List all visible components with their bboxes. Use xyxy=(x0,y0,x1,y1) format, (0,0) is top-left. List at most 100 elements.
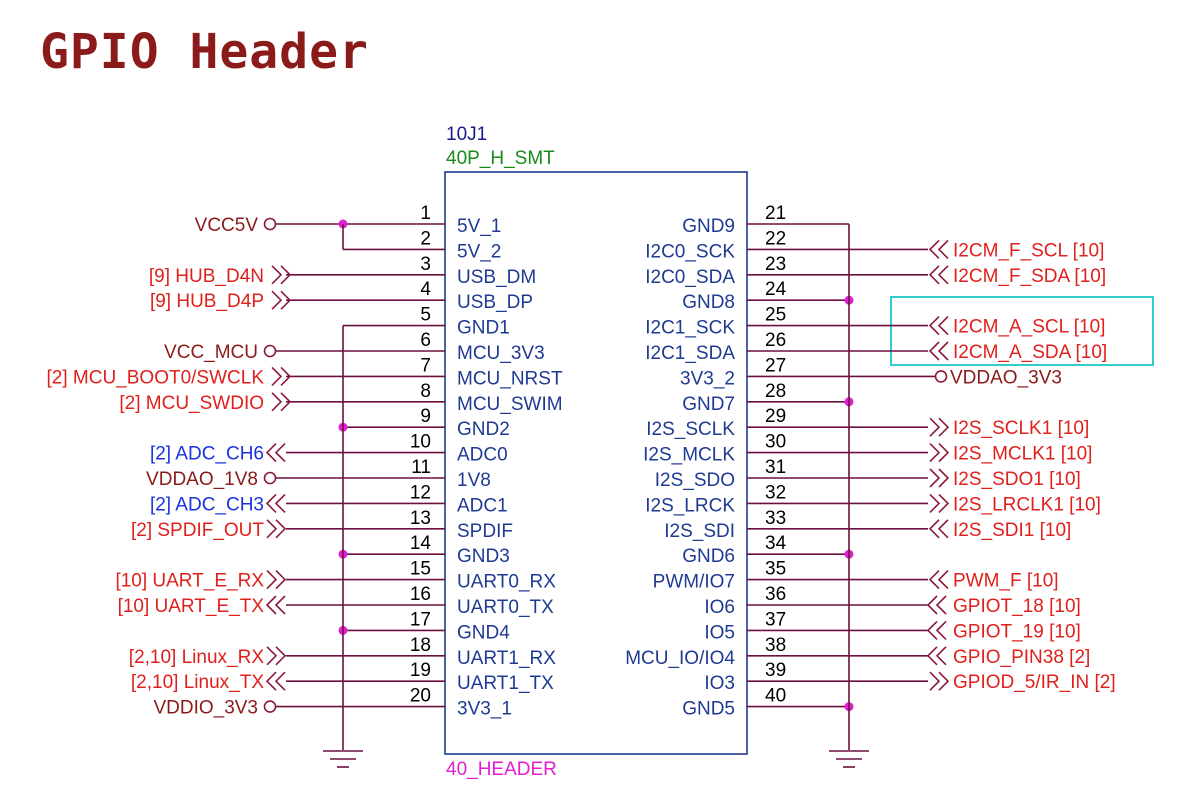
input-port-icon xyxy=(928,316,940,336)
net-label: VDDIO_3V3 xyxy=(153,698,258,719)
bidir-port-icon xyxy=(926,646,938,666)
bidir-port-icon xyxy=(935,620,947,640)
i2c-highlight-box xyxy=(890,296,1154,366)
input-port-icon xyxy=(265,595,277,615)
net-label: [10] UART_E_RX xyxy=(115,571,264,592)
bidir-port-icon xyxy=(271,290,283,310)
pin-number: 37 xyxy=(765,609,786,630)
pin-name: PWM/IO7 xyxy=(653,572,735,593)
pin-number: 8 xyxy=(420,381,431,402)
component-designator: 10J1 xyxy=(446,124,487,145)
output-port-icon xyxy=(275,646,287,666)
pin-name: I2C0_SCK xyxy=(645,241,735,262)
pin-number: 14 xyxy=(410,533,432,554)
pin-number: 33 xyxy=(765,508,786,529)
input-port-icon xyxy=(937,239,949,259)
pin-number: 30 xyxy=(765,432,786,453)
net-label: I2CM_A_SDA [10] xyxy=(953,342,1107,363)
bidir-port-icon xyxy=(935,595,947,615)
bidir-port-icon xyxy=(926,595,938,615)
pin-number: 13 xyxy=(410,508,431,529)
power-port-icon xyxy=(263,471,277,485)
pin-name: I2C1_SCK xyxy=(645,318,735,339)
pin-name: ADC1 xyxy=(457,495,508,516)
pin-number: 18 xyxy=(410,635,431,656)
bidir-port-icon xyxy=(280,265,292,285)
bidir-port-icon xyxy=(271,265,283,285)
output-port-icon xyxy=(929,671,941,691)
page-title: GPIO Header xyxy=(40,24,369,80)
net-label: I2S_SCLK1 [10] xyxy=(953,418,1089,439)
pin-number: 29 xyxy=(765,406,786,427)
pin-number: 36 xyxy=(765,584,786,605)
input-port-icon xyxy=(937,316,949,336)
bidir-port-icon xyxy=(271,366,283,386)
bidir-port-icon xyxy=(271,392,283,412)
pin-number: 1 xyxy=(420,203,431,224)
output-port-icon xyxy=(275,570,287,590)
pin-number: 23 xyxy=(765,254,786,275)
power-port-icon xyxy=(263,344,277,358)
net-label: I2CM_F_SCL [10] xyxy=(953,240,1104,261)
pin-number: 12 xyxy=(410,482,431,503)
component-footprint: 40_HEADER xyxy=(446,759,557,780)
pin-name: SPDIF xyxy=(457,521,513,542)
pin-number: 16 xyxy=(410,584,431,605)
input-port-icon xyxy=(928,341,940,361)
net-label: [10] UART_E_TX xyxy=(118,596,265,617)
pin-number: 31 xyxy=(765,457,786,478)
pin-name: 1V8 xyxy=(457,470,491,491)
pin-number: 17 xyxy=(410,609,431,630)
pin-name: MCU_NRST xyxy=(457,368,563,389)
pin-number: 32 xyxy=(765,482,786,503)
pin-number: 27 xyxy=(765,355,786,376)
pin-name: ADC0 xyxy=(457,445,508,466)
net-label: [2] ADC_CH3 xyxy=(150,494,264,515)
bidir-port-icon xyxy=(280,290,292,310)
output-port-icon xyxy=(938,417,950,437)
pin-name: I2S_LRCK xyxy=(645,495,735,516)
net-label: GPIOD_5/IR_IN [2] xyxy=(953,672,1116,693)
pin-name: UART1_RX xyxy=(457,648,556,669)
pin-number: 24 xyxy=(765,279,787,300)
output-port-icon xyxy=(929,417,941,437)
power-port-icon xyxy=(934,370,948,383)
output-port-icon xyxy=(929,443,941,463)
net-label: [2] MCU_SWDIO xyxy=(119,393,264,414)
power-port-icon xyxy=(263,700,277,713)
pin-number: 10 xyxy=(410,432,431,453)
pin-name: GND3 xyxy=(457,546,510,567)
output-port-icon xyxy=(266,519,278,539)
pin-name: IO6 xyxy=(704,597,735,618)
pin-number: 40 xyxy=(765,686,786,707)
pin-number: 34 xyxy=(765,533,787,554)
input-port-icon xyxy=(937,519,949,539)
input-port-icon xyxy=(265,671,277,691)
net-label: [2,10] Linux_RX xyxy=(129,647,265,668)
pin-number: 25 xyxy=(765,305,786,326)
net-label: [2] ADC_CH6 xyxy=(150,444,264,465)
net-label: PWM_F [10] xyxy=(953,571,1059,592)
input-port-icon xyxy=(265,443,277,463)
input-port-icon xyxy=(928,570,940,590)
pin-name: GND6 xyxy=(682,546,735,567)
input-port-icon xyxy=(265,493,277,513)
output-port-icon xyxy=(266,646,278,666)
header-body xyxy=(444,171,748,755)
net-label: [2,10] Linux_TX xyxy=(131,672,264,693)
pin-name: USB_DM xyxy=(457,267,536,288)
net-label: VCC_MCU xyxy=(164,342,258,363)
pin-name: MCU_SWIM xyxy=(457,394,563,415)
pin-number: 20 xyxy=(410,686,431,707)
pin-number: 38 xyxy=(765,635,786,656)
net-label: GPIOT_18 [10] xyxy=(953,596,1081,617)
pin-number: 2 xyxy=(420,228,431,249)
power-port-icon xyxy=(263,217,277,231)
net-label: [2] MCU_BOOT0/SWCLK xyxy=(47,367,265,388)
pin-name: GND5 xyxy=(682,699,735,720)
pin-name: I2S_SCLK xyxy=(646,419,735,440)
net-label: I2S_SDI1 [10] xyxy=(953,520,1071,541)
pin-number: 4 xyxy=(420,279,431,300)
